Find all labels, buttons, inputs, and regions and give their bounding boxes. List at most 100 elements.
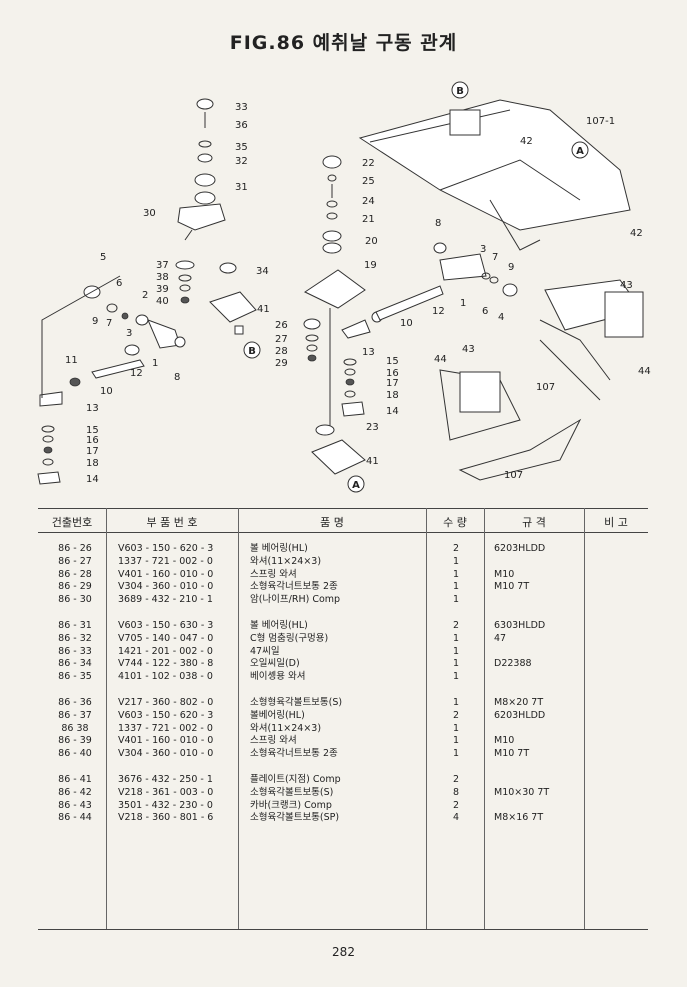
- ref-number: 86 - 30: [58, 594, 92, 606]
- page-number: 282: [332, 945, 355, 959]
- svg-text:6: 6: [116, 278, 122, 289]
- svg-text:31: 31: [235, 182, 248, 193]
- quantity: 1: [452, 632, 460, 644]
- part-number: V603 - 150 - 620 - 3: [118, 543, 214, 554]
- left-assembly: B: [37, 98, 261, 485]
- part-number: 3676 - 432 - 250 - 1: [118, 774, 213, 785]
- spec: M10: [494, 568, 515, 580]
- center-assembly: A: [303, 155, 444, 493]
- svg-text:25: 25: [362, 176, 375, 187]
- svg-text:13: 13: [362, 347, 375, 358]
- svg-text:15: 15: [386, 356, 399, 367]
- part-name: 소형육각볼트보통(SP): [250, 812, 340, 824]
- quantity: 2: [452, 620, 460, 631]
- part-name: 암(나이프/RH) Comp: [250, 594, 341, 606]
- svg-text:15: 15: [86, 425, 99, 436]
- spec: M8×20 7T: [494, 697, 544, 708]
- spec: 47: [494, 632, 507, 644]
- svg-text:11: 11: [65, 355, 78, 366]
- part-number: V217 - 360 - 802 - 0: [118, 697, 214, 708]
- quantity: 1: [452, 748, 460, 760]
- svg-text:4: 4: [498, 312, 504, 323]
- svg-text:10: 10: [400, 318, 413, 329]
- part-number: V401 - 160 - 010 - 0: [118, 568, 214, 580]
- svg-text:17: 17: [86, 446, 99, 457]
- svg-text:2: 2: [142, 290, 148, 301]
- svg-text:32: 32: [235, 156, 248, 167]
- svg-text:22: 22: [362, 158, 375, 169]
- figure-title: FIG.86 예취날 구동 관계: [229, 32, 458, 54]
- spec: M8×16 7T: [494, 812, 544, 824]
- ref-number: 86 - 36: [58, 697, 92, 708]
- callout-labels: 33 36 35 32 31 30 37 38 39 40 34 41 5 6 …: [65, 102, 651, 485]
- right-assembly: B A: [358, 81, 644, 481]
- svg-text:10: 10: [100, 386, 113, 397]
- header-spec: 규 격: [522, 516, 546, 529]
- part-name: 볼 베어링(HL): [250, 543, 308, 554]
- spec: M10: [494, 735, 515, 747]
- svg-text:34: 34: [256, 266, 269, 277]
- header-part-name: 품 명: [320, 516, 344, 529]
- part-number: V603 - 150 - 620 - 3: [118, 709, 214, 721]
- part-number: 1421 - 201 - 002 - 0: [118, 645, 213, 657]
- header-number: 건출번호: [51, 516, 93, 529]
- part-name: 47씨일: [250, 645, 280, 657]
- quantity: 1: [452, 658, 460, 670]
- svg-text:28: 28: [275, 346, 288, 357]
- quantity: 1: [452, 671, 460, 683]
- part-name: 카바(크랭크) Comp: [250, 799, 332, 811]
- ref-number: 86 - 28: [58, 568, 92, 580]
- marker-a: A: [352, 480, 360, 491]
- part-number: V218 - 361 - 003 - 0: [118, 786, 214, 798]
- part-name: 스프링 와셔: [250, 735, 297, 747]
- svg-text:36: 36: [235, 120, 248, 131]
- quantity: 1: [452, 555, 460, 567]
- svg-text:44: 44: [638, 366, 651, 377]
- quantity: 1: [452, 735, 460, 747]
- part-name: 볼 베어링(HL): [250, 620, 308, 631]
- marker-b: B: [248, 346, 256, 357]
- ref-number: 86 - 29: [58, 581, 92, 593]
- part-number: 4101 - 102 - 038 - 0: [118, 671, 213, 683]
- quantity: 1: [452, 568, 460, 580]
- ref-number: 86 - 34: [58, 658, 92, 670]
- svg-text:43: 43: [462, 344, 475, 355]
- svg-text:39: 39: [156, 284, 169, 295]
- svg-text:44: 44: [434, 354, 447, 365]
- part-number: V603 - 150 - 630 - 3: [118, 620, 214, 631]
- ref-number: 86 - 40: [58, 748, 92, 760]
- svg-text:42: 42: [630, 228, 643, 239]
- ref-number: 86 - 37: [58, 709, 92, 721]
- exploded-parts-diagram: B: [37, 81, 651, 493]
- svg-text:43: 43: [620, 280, 633, 291]
- svg-text:27: 27: [275, 334, 288, 345]
- quantity: 1: [452, 594, 460, 606]
- spec: M10 7T: [494, 581, 530, 593]
- part-name: 소형육각너트보통 2종: [250, 581, 338, 593]
- part-number: 3689 - 432 - 210 - 1: [118, 594, 213, 606]
- ref-number: 86 - 31: [58, 620, 92, 631]
- quantity: 2: [452, 709, 460, 721]
- part-number: V401 - 160 - 010 - 0: [118, 735, 214, 747]
- svg-text:1: 1: [152, 358, 158, 369]
- ref-number: 86 - 26: [58, 543, 92, 554]
- ref-number: 86 - 32: [58, 632, 92, 644]
- marker-a-right: A: [576, 146, 584, 157]
- part-number: V744 - 122 - 380 - 8: [118, 658, 214, 670]
- header-quantity: 수 량: [443, 516, 467, 529]
- part-name: 오일씨일(D): [250, 658, 300, 670]
- spec: 6203HLDD: [494, 543, 546, 554]
- header-part-number: 부 품 번 호: [146, 516, 198, 529]
- ref-number: 86 - 27: [58, 555, 92, 567]
- svg-text:1: 1: [460, 298, 466, 309]
